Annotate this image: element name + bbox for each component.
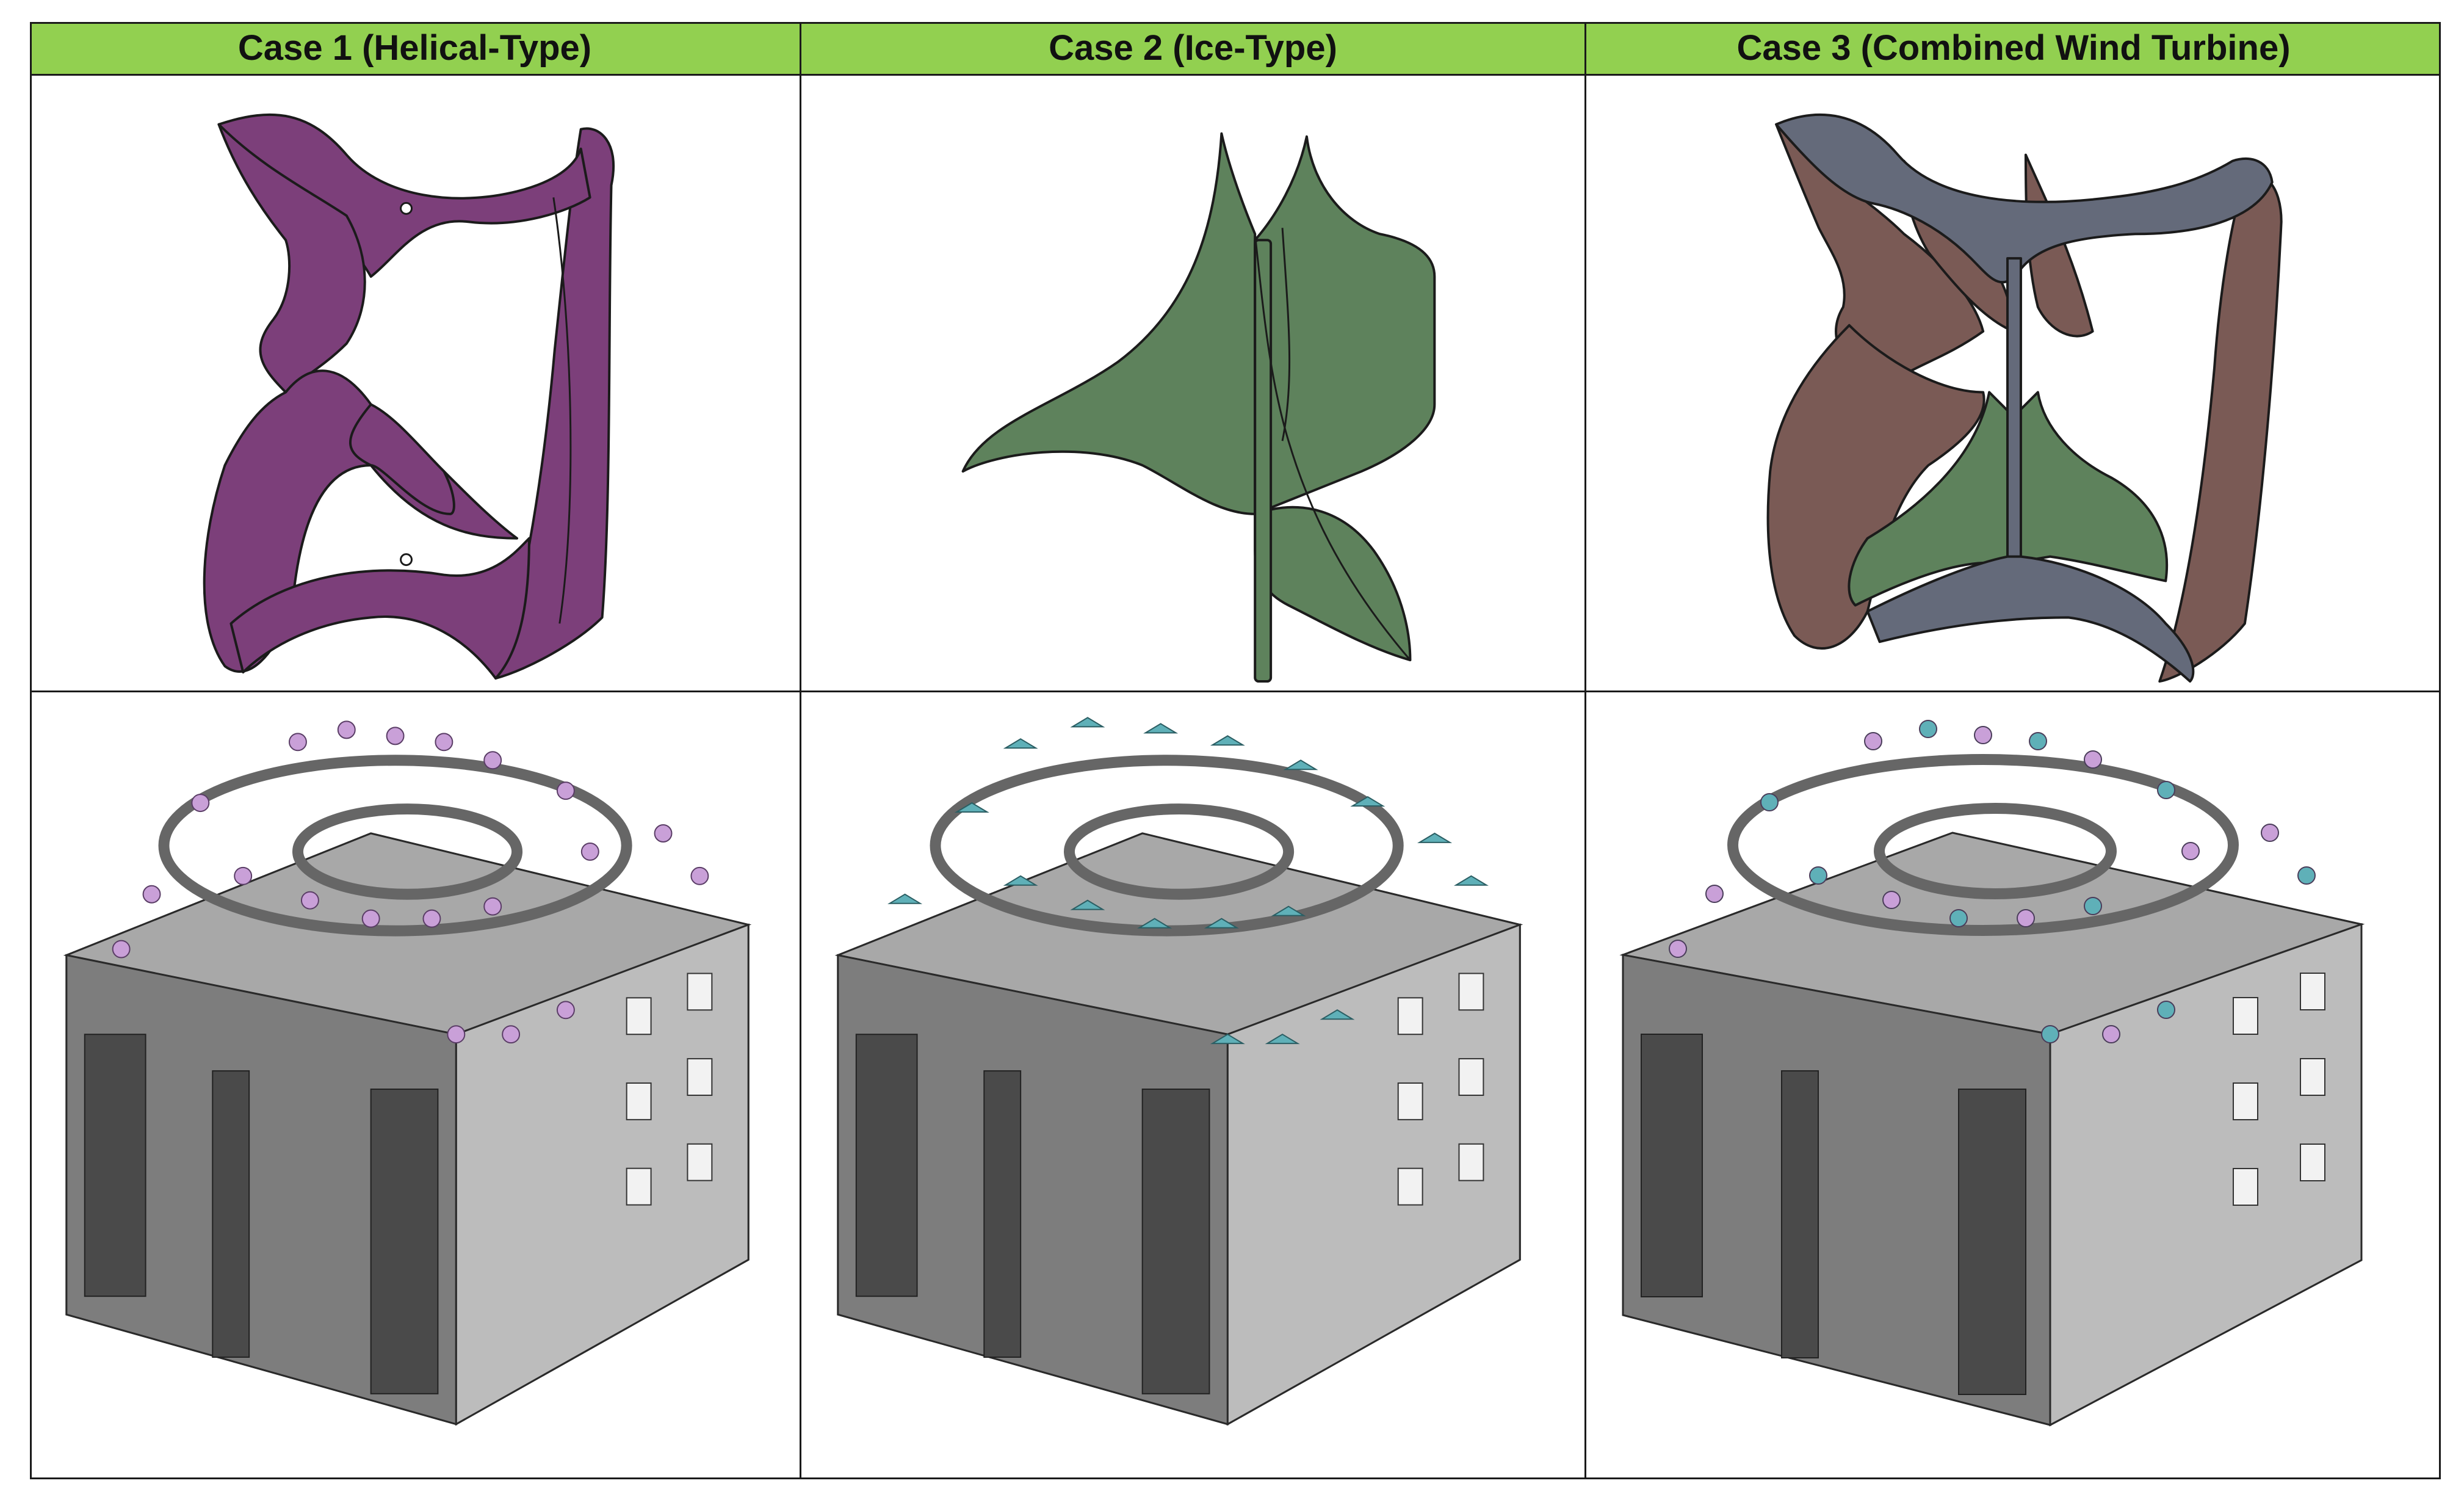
building-combined-drawing [1619, 720, 2365, 1427]
combined-turbine-cell [1586, 76, 2441, 692]
building-render-case-1 [30, 692, 801, 1479]
building-ice-drawing [834, 717, 1523, 1426]
ice-turbine-cell [801, 76, 1586, 692]
building-helical-drawing [63, 720, 752, 1426]
combined-turbine-drawing [1766, 113, 2283, 683]
helical-turbine-drawing [203, 113, 615, 680]
helical-turbine-cell [30, 76, 801, 692]
building-render-case-3 [1586, 692, 2441, 1479]
header-case-3: Case 3 (Combined Wind Turbine) [1586, 22, 2441, 76]
ice-turbine-drawing [961, 132, 1436, 683]
header-case-1: Case 1 (Helical-Type) [30, 22, 801, 76]
comparison-table: Case 1 (Helical-Type) Case 2 (Ice-Type) … [30, 22, 2441, 1479]
header-case-2: Case 2 (Ice-Type) [801, 22, 1586, 76]
table-frame [30, 22, 2441, 1479]
building-render-case-2 [801, 692, 1586, 1479]
